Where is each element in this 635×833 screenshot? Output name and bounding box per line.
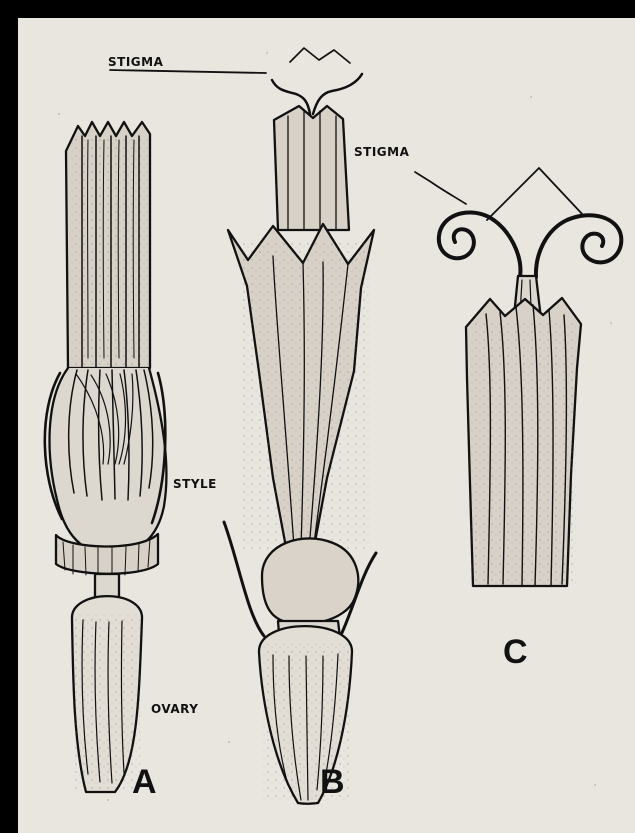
stigma-label-c: STIGMA (354, 145, 409, 159)
figure-c-stigma-right-coil (536, 215, 621, 277)
figure-c-stigma-left-coil (439, 212, 521, 277)
figure-b-stigma-pointer (290, 48, 350, 63)
ovary-label: OVARY (151, 702, 198, 716)
figure-a-ovary-stipple (75, 613, 140, 791)
figure-b-bulb (262, 538, 358, 623)
figure-c-stipple (471, 322, 576, 584)
pistil-diagram (18, 18, 635, 833)
figure-c-stigma-pointer (487, 168, 584, 220)
figure-b-stigma-right (313, 74, 362, 114)
figure-a (45, 122, 167, 792)
figure-c (415, 168, 621, 586)
figure-b-stigma-left (272, 80, 310, 114)
figure-c-stigma-callout (415, 172, 466, 204)
figure-b-anther-tube (274, 106, 349, 230)
figure-b-label: B (320, 765, 345, 799)
figure-b-petal-stipple (243, 240, 369, 550)
figure-c-label: C (503, 635, 528, 669)
diagram-frame: STIGMA STIGMA STYLE OVARY A B C (18, 18, 635, 833)
stigma-label-b: STIGMA (108, 55, 163, 69)
figure-a-label: A (132, 765, 157, 799)
style-label: STYLE (173, 477, 217, 491)
figure-b-stigma-callout (110, 70, 266, 73)
